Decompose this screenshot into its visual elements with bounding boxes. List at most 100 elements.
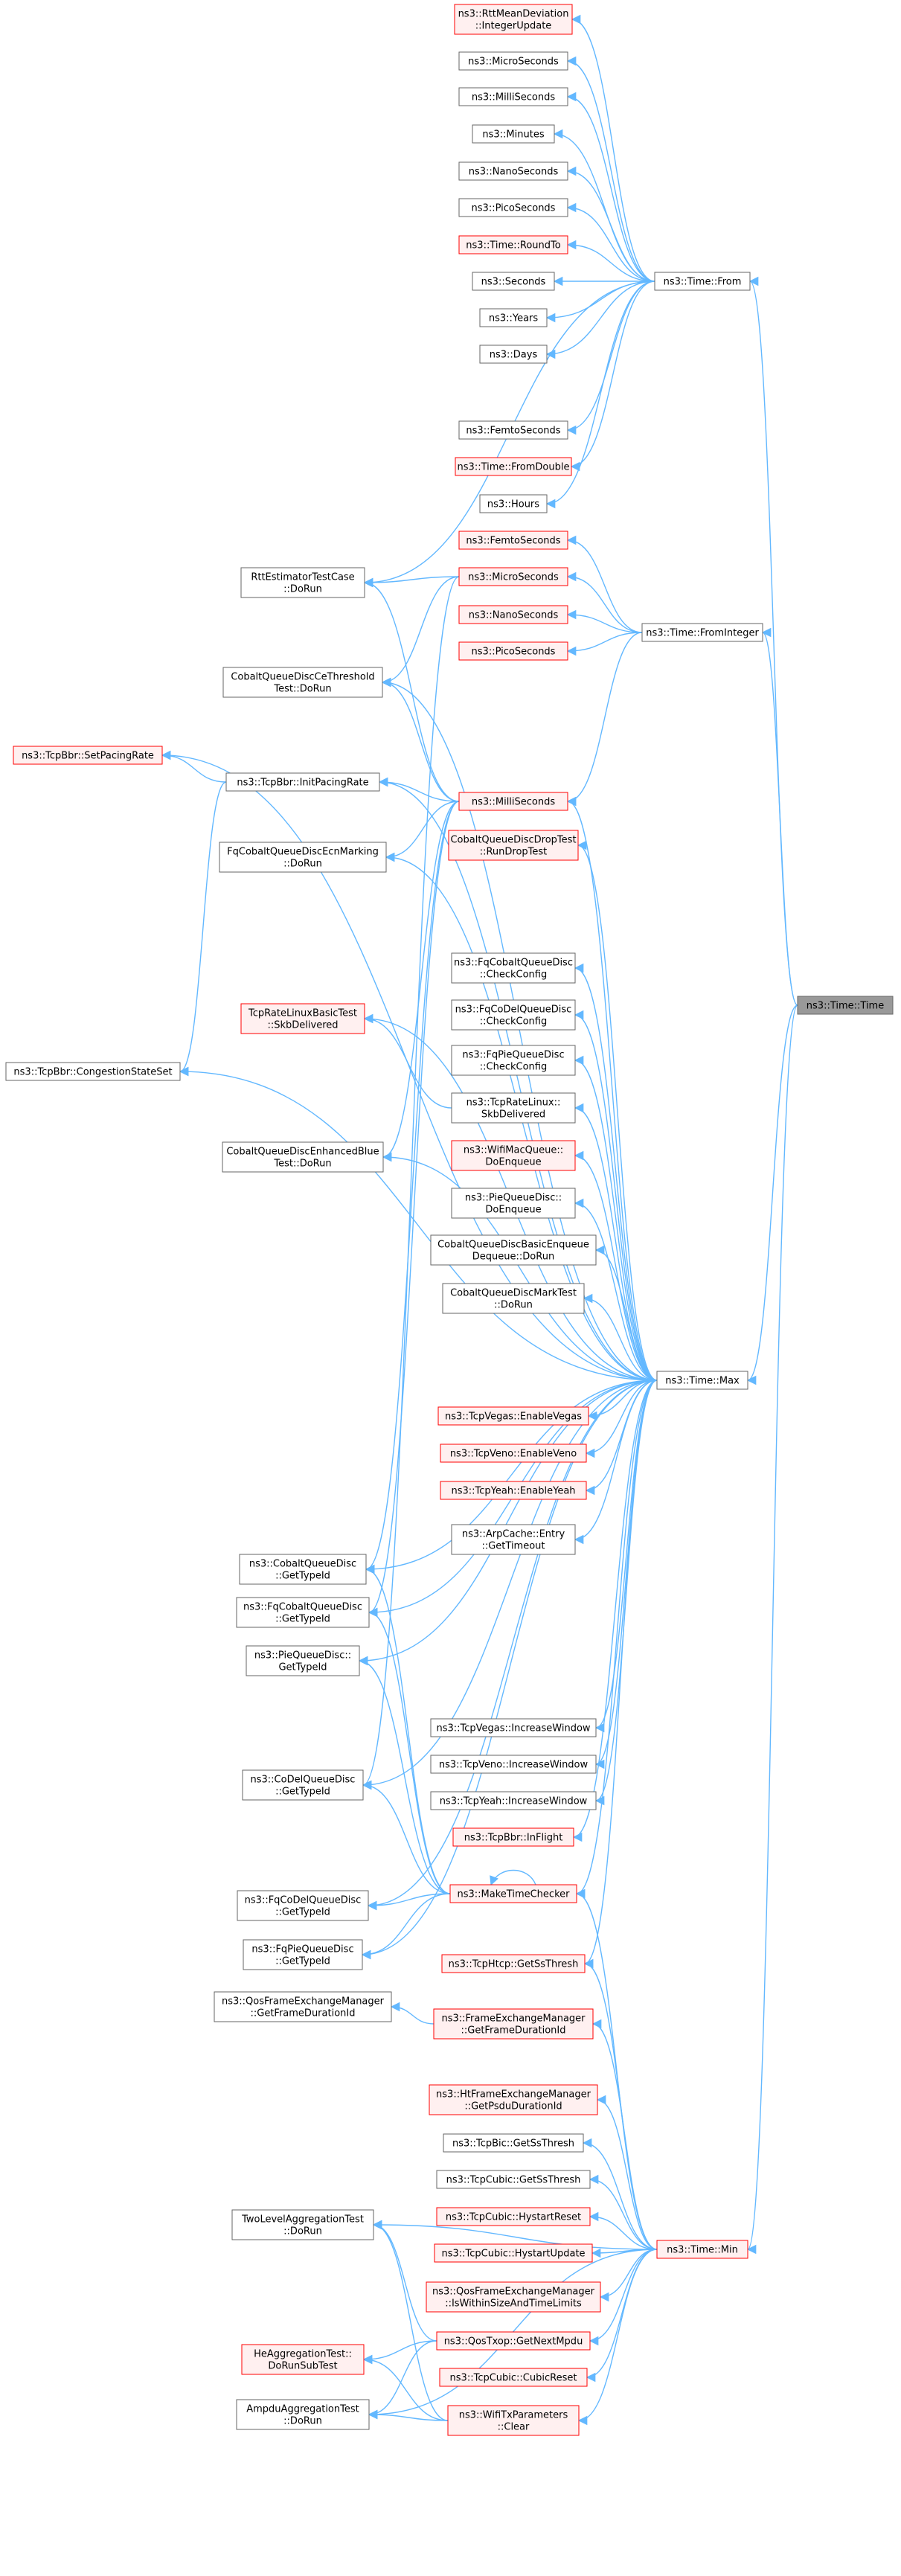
node-seconds[interactable]: ns3::Seconds <box>472 272 555 291</box>
node-timemin[interactable]: ns3::Time::Min <box>656 2240 748 2259</box>
node-maketc[interactable]: ns3::MakeTimeChecker <box>449 1884 577 1903</box>
edge-fromint-to-timetime <box>761 627 798 1006</box>
node-vegasen[interactable]: ns3::TcpVegas::EnableVegas <box>437 1406 589 1426</box>
node-cobaltdrop[interactable]: CobaltQueueDiscDropTest::RunDropTest <box>448 830 579 861</box>
node-milli1[interactable]: ns3::MilliSeconds <box>458 87 568 106</box>
node-hours[interactable]: ns3::Hours <box>479 494 548 513</box>
node-pieenq[interactable]: ns3::PieQueueDisc::DoEnqueue <box>451 1188 576 1219</box>
node-label-nano1-0: ns3::NanoSeconds <box>469 167 559 178</box>
node-milli2[interactable]: ns3::MilliSeconds <box>458 792 568 811</box>
node-days[interactable]: ns3::Days <box>479 345 548 364</box>
node-femto1[interactable]: ns3::FemtoSeconds <box>458 420 568 440</box>
node-initpacing[interactable]: ns3::TcpBbr::InitPacingRate <box>225 772 380 792</box>
node-fqpiegt[interactable]: ns3::FqPieQueueDisc::GetTypeId <box>243 1939 363 1970</box>
node-femto2[interactable]: ns3::FemtoSeconds <box>458 531 568 550</box>
node-htfem[interactable]: ns3::HtFrameExchangeManager::GetPsduDura… <box>429 2084 598 2115</box>
node-heagg[interactable]: HeAggregationTest::DoRunSubTest <box>241 2344 365 2375</box>
node-label-tcprlskb-0: ns3::TcpRateLinux:: <box>466 1098 561 1109</box>
node-fqcodelgt[interactable]: ns3::FqCoDelQueueDisc::GetTypeId <box>237 1890 369 1921</box>
node-cubicreset[interactable]: ns3::TcpCubic::CubicReset <box>439 2368 588 2387</box>
node-qosfemwithin[interactable]: ns3::QosFrameExchangeManager::IsWithinSi… <box>426 2281 601 2313</box>
node-tcprlskb[interactable]: ns3::TcpRateLinux::SkbDelivered <box>451 1092 576 1124</box>
node-piegt[interactable]: ns3::PieQueueDisc::GetTypeId <box>246 1645 360 1676</box>
node-nano1[interactable]: ns3::NanoSeconds <box>458 161 568 181</box>
node-wifitxclear[interactable]: ns3::WifiTxParameters::Clear <box>447 2405 580 2436</box>
node-rttint[interactable]: ns3::RttMeanDeviation::IntegerUpdate <box>454 4 573 35</box>
node-yeahinc[interactable]: ns3::TcpYeah::IncreaseWindow <box>430 1791 597 1810</box>
node-fem[interactable]: ns3::FrameExchangeManager::GetFrameDurat… <box>433 2008 594 2040</box>
node-label-cobaltblue-0: CobaltQueueDiscEnhancedBlue <box>226 1147 379 1158</box>
node-label-hours-0: ns3::Hours <box>487 499 539 510</box>
node-years[interactable]: ns3::Years <box>479 308 548 327</box>
node-label-femto2-0: ns3::FemtoSeconds <box>466 536 560 547</box>
node-label-wifienq-1: DoEnqueue <box>485 1157 541 1168</box>
node-micro2[interactable]: ns3::MicroSeconds <box>458 567 568 586</box>
node-venoinc[interactable]: ns3::TcpVeno::IncreaseWindow <box>430 1755 597 1774</box>
node-hystupd[interactable]: ns3::TcpCubic::HystartUpdate <box>434 2243 593 2263</box>
node-arptimeout[interactable]: ns3::ArpCache::Entry::GetTimeout <box>451 1524 576 1555</box>
node-label-setpacing-0: ns3::TcpBbr::SetPacingRate <box>22 751 154 762</box>
node-fqcobaltcfg[interactable]: ns3::FqCobaltQueueDisc::CheckConfig <box>451 952 576 984</box>
edge-congstate-to-timemax <box>179 1066 658 1381</box>
node-cobaltbasic[interactable]: CobaltQueueDiscBasicEnqueueDequeue::DoRu… <box>430 1234 597 1266</box>
node-label-cubicreset-0: ns3::TcpCubic::CubicReset <box>450 2373 577 2384</box>
node-congstate[interactable]: ns3::TcpBbr::CongestionStateSet <box>5 1062 181 1081</box>
node-label-hystreset-0: ns3::TcpCubic::HystartReset <box>446 2212 581 2223</box>
node-ampdu[interactable]: AmpduAggregationTest::DoRun <box>236 2399 370 2430</box>
node-box-days <box>479 345 548 364</box>
node-vegasinc[interactable]: ns3::TcpVegas::IncreaseWindow <box>430 1718 597 1737</box>
node-minutes[interactable]: ns3::Minutes <box>472 124 555 144</box>
node-label-femto1-0: ns3::FemtoSeconds <box>466 426 560 437</box>
edge-hystreset-to-timemin <box>589 2211 658 2250</box>
node-htcp[interactable]: ns3::TcpHtcp::GetSsThresh <box>441 1954 586 1973</box>
node-box-milli1 <box>458 87 568 106</box>
node-bic[interactable]: ns3::TcpBic::GetSsThresh <box>443 2133 584 2153</box>
node-timefrom[interactable]: ns3::Time::From <box>654 272 751 291</box>
edge-nano1-to-timefrom <box>566 166 655 282</box>
node-getnextmpdu[interactable]: ns3::QosTxop::GetNextMpdu <box>436 2331 591 2351</box>
node-box-hystreset <box>436 2207 591 2226</box>
node-cubicss[interactable]: ns3::TcpCubic::GetSsThresh <box>436 2170 591 2189</box>
edge-htcp-to-timemax <box>583 1380 658 1969</box>
node-label-wifienq-0: ns3::WifiMacQueue:: <box>464 1145 563 1156</box>
node-roundto[interactable]: ns3::Time::RoundTo <box>458 235 568 254</box>
node-tcprlbasic[interactable]: TcpRateLinuxBasicTest::SkbDelivered <box>240 1003 365 1034</box>
node-label-heagg-0: HeAggregationTest:: <box>254 2349 352 2360</box>
node-qosfemgfd[interactable]: ns3::QosFrameExchangeManager::GetFrameDu… <box>214 1991 392 2022</box>
node-timemax[interactable]: ns3::Time::Max <box>656 1371 748 1390</box>
node-box-fem <box>433 2008 594 2040</box>
node-twolevel[interactable]: TwoLevelAggregationTest::DoRun <box>231 2209 374 2240</box>
node-box-wifitxclear <box>447 2405 580 2436</box>
node-fqcobaltecn[interactable]: FqCobaltQueueDiscEcnMarking::DoRun <box>219 842 387 873</box>
node-nano2[interactable]: ns3::NanoSeconds <box>458 605 568 624</box>
node-fromdouble[interactable]: ns3::Time::FromDouble <box>455 457 572 476</box>
node-bbrinflight[interactable]: ns3::TcpBbr::InFlight <box>452 1827 574 1847</box>
node-cobaltmark[interactable]: CobaltQueueDiscMarkTest::DoRun <box>442 1283 585 1314</box>
node-pico1[interactable]: ns3::PicoSeconds <box>458 198 568 217</box>
nodes-layer: ns3::RttMeanDeviation::IntegerUpdatens3:… <box>5 4 894 2436</box>
node-fqpiecfg[interactable]: ns3::FqPieQueueDisc::CheckConfig <box>451 1045 576 1076</box>
node-box-cobaltce <box>222 667 383 698</box>
node-wifienq[interactable]: ns3::WifiMacQueue::DoEnqueue <box>451 1140 576 1171</box>
node-fqcobaltgt[interactable]: ns3::FqCobaltQueueDisc::GetTypeId <box>236 1597 370 1628</box>
node-cobaltgt[interactable]: ns3::CobaltQueueDisc::GetTypeId <box>239 1554 367 1585</box>
node-pico2[interactable]: ns3::PicoSeconds <box>458 641 568 661</box>
node-box-cobaltgt <box>239 1554 367 1585</box>
node-label-twolevel-0: TwoLevelAggregationTest <box>241 2214 364 2226</box>
node-box-hours <box>479 494 548 513</box>
node-yeahen[interactable]: ns3::TcpYeah::EnableYeah <box>440 1481 587 1500</box>
edge-femto1-to-timefrom <box>566 281 655 435</box>
node-fromint[interactable]: ns3::Time::FromInteger <box>641 623 763 642</box>
node-venoen[interactable]: ns3::TcpVeno::EnableVeno <box>440 1444 587 1463</box>
node-label-days-0: ns3::Days <box>490 350 538 361</box>
node-codelgt[interactable]: ns3::CoDelQueueDisc::GetTypeId <box>242 1769 364 1801</box>
node-setpacing[interactable]: ns3::TcpBbr::SetPacingRate <box>13 746 163 765</box>
node-fqcodelcfg[interactable]: ns3::FqCoDelQueueDisc::CheckConfig <box>451 999 576 1031</box>
node-box-fqcobaltecn <box>219 842 387 873</box>
node-rtttest[interactable]: RttEstimatorTestCase::DoRun <box>240 567 365 598</box>
node-micro1[interactable]: ns3::MicroSeconds <box>458 51 568 71</box>
node-hystreset[interactable]: ns3::TcpCubic::HystartReset <box>436 2207 591 2226</box>
node-label-pico2-0: ns3::PicoSeconds <box>472 647 556 658</box>
